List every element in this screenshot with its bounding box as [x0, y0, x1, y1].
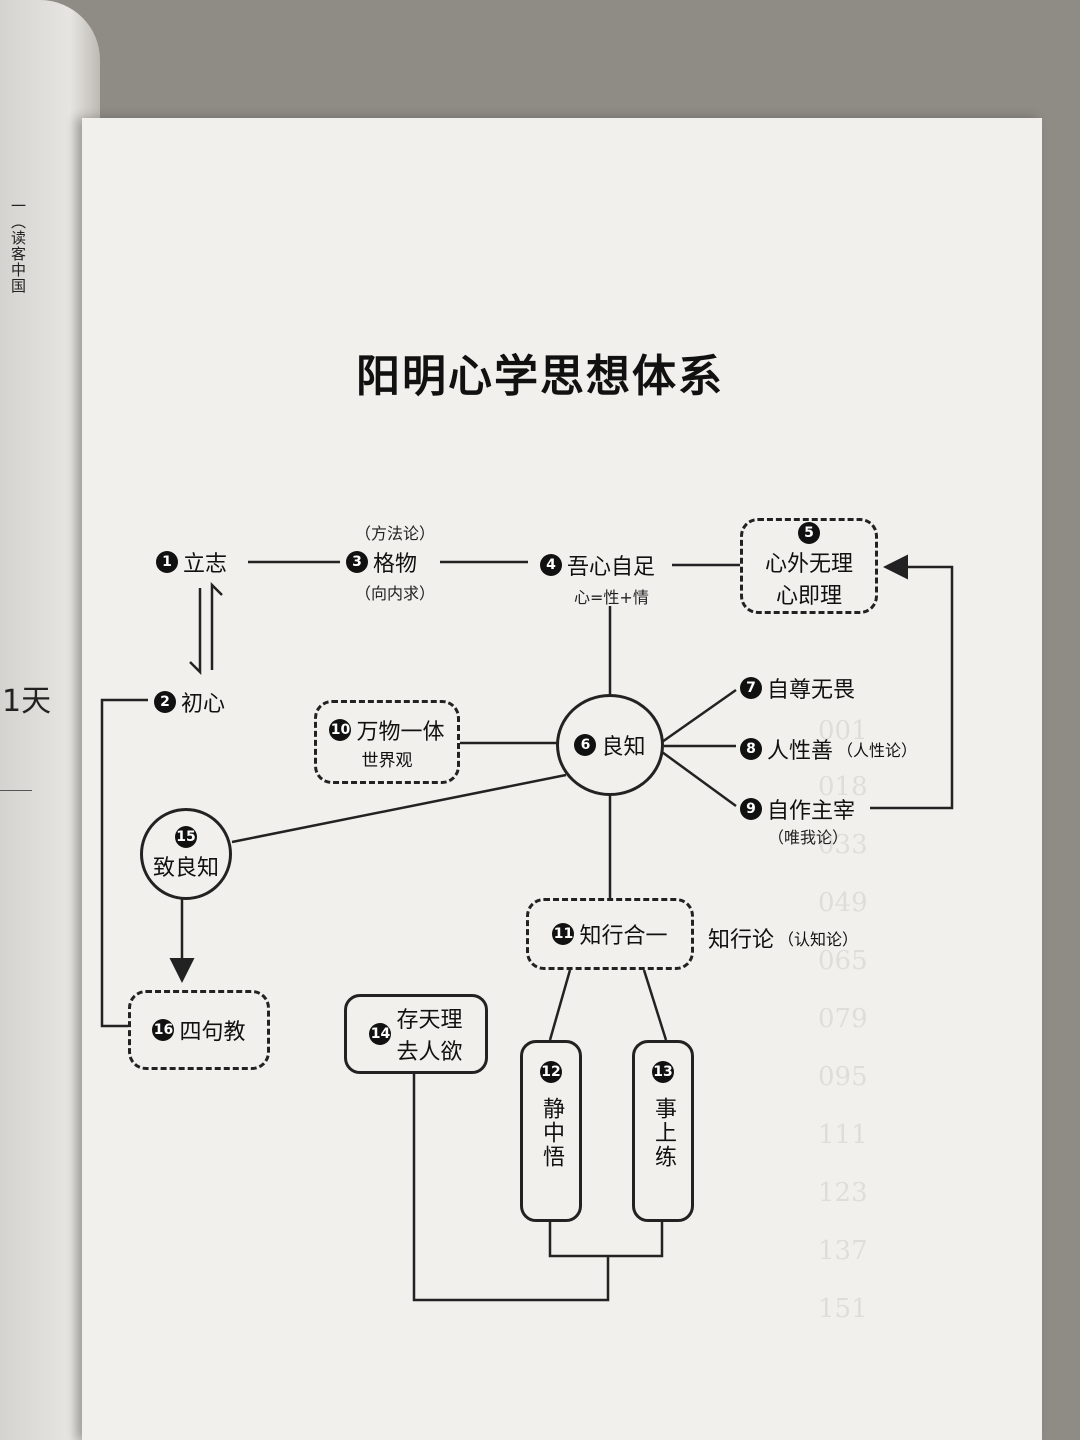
node-3-note-above: （方法论）: [355, 524, 436, 543]
line-6-7: [661, 688, 737, 744]
previous-page-rule: [0, 790, 32, 791]
number-2-badge: 2: [154, 691, 176, 713]
node-5-xinwai-wuli: 5 心外无理 心即理: [740, 518, 878, 614]
line-11-12: [548, 969, 572, 1041]
previous-page-side-text: 一（读客中国: [9, 198, 27, 294]
node-4-label: 吾心自足: [567, 555, 656, 580]
node-14-line1: 存天理: [396, 1008, 463, 1033]
node-5-line1: 心外无理: [764, 552, 853, 577]
number-10-badge: 10: [329, 718, 352, 741]
number-9-badge: 9: [740, 798, 762, 820]
node-9-zizuo-zhuzai: 9 自作主宰: [740, 793, 855, 825]
number-13-badge: 13: [652, 1061, 674, 1083]
node-13-shishang-lian: 13 事上练: [632, 1040, 694, 1222]
node-9-note: （唯我论）: [768, 828, 849, 847]
line-6-15: [231, 773, 567, 844]
node-8-note: （人性论）: [837, 741, 918, 760]
node-1-lizhi: 1 立志: [156, 546, 227, 578]
page-title: 阳明心学思想体系: [356, 351, 724, 402]
bleed-through-page-number: 095: [818, 1062, 868, 1092]
node-14-line2: 去人欲: [396, 1040, 463, 1065]
node-2-chuxin: 2 初心: [154, 686, 225, 718]
node-12-label: 静中悟: [539, 1097, 564, 1169]
node-11-label: 知行合一: [579, 924, 668, 949]
node-11-side-caption: 知行论 （认知论）: [708, 922, 858, 954]
number-16-badge: 16: [152, 1019, 175, 1041]
line-14-bottom: [412, 1074, 610, 1302]
node-3-label: 格物: [373, 552, 418, 577]
line-2-16: [100, 698, 148, 1028]
number-12-badge: 12: [540, 1061, 562, 1083]
node-8-label: 人性善: [767, 739, 834, 764]
arrow-1-to-2: [189, 588, 202, 676]
node-12-jingzhong-wu: 12 静中悟: [520, 1040, 582, 1222]
node-2-label: 初心: [181, 692, 226, 717]
node-15-zhi-liangzhi: 15 致良知: [140, 808, 232, 900]
bleed-through-page-number: 001: [818, 716, 868, 746]
number-1-badge: 1: [156, 551, 178, 573]
bleed-through-page-number: 033: [818, 830, 868, 860]
arrow-2-to-1: [210, 581, 223, 670]
node-3-note-below: （向内求）: [355, 584, 436, 603]
node-11-zhixing-heyi: 11 知行合一: [526, 898, 694, 970]
number-15-badge: 15: [175, 826, 197, 848]
bleed-through-page-number: 151: [818, 1294, 868, 1324]
bleed-through-page-number: 079: [818, 1004, 868, 1034]
node-6-liangzhi: 6 良知: [556, 694, 664, 796]
node-6-label: 良知: [601, 735, 646, 760]
node-5-line2: 心即理: [775, 584, 842, 609]
number-4-badge: 4: [540, 554, 562, 576]
node-4-note: 心=性+情: [574, 588, 649, 607]
node-1-label: 立志: [183, 552, 228, 577]
node-9-label: 自作主宰: [767, 799, 856, 824]
bleed-through-page-number: 111: [818, 1120, 868, 1150]
node-3-gewu: 3 格物: [346, 546, 417, 578]
number-6-badge: 6: [574, 734, 597, 756]
number-7-badge: 7: [740, 677, 762, 699]
number-3-badge: 3: [346, 551, 368, 573]
line-12-13-bottom: [548, 1222, 664, 1258]
number-14-badge: 14: [369, 1023, 392, 1045]
node-8-renxing-shan: 8 人性善 （人性论）: [740, 733, 917, 765]
previous-page-day-text: 1天: [2, 684, 52, 719]
node-4-wuxin-zizu: 4 吾心自足: [540, 549, 655, 581]
node-13-label: 事上练: [651, 1097, 676, 1169]
number-11-badge: 11: [552, 923, 575, 945]
node-16-label: 四句教: [179, 1020, 246, 1045]
node-10-wanwu-yiti: 10 万物一体 世界观: [314, 700, 460, 784]
node-14-cun-tianli: 14 存天理 去人欲: [344, 994, 488, 1074]
node-7-zizun-wuwei: 7 自尊无畏: [740, 672, 855, 704]
node-7-label: 自尊无畏: [767, 678, 856, 703]
number-8-badge: 8: [740, 738, 762, 760]
node-10-label: 万物一体: [356, 719, 445, 745]
bleed-through-page-number: 137: [818, 1236, 868, 1266]
bleed-through-page-number: 123: [818, 1178, 868, 1208]
bleed-through-page-number: 049: [818, 888, 868, 918]
arrow-9-to-5: [870, 554, 954, 810]
bleed-through-page-number: 065: [818, 946, 868, 976]
line-11-13: [642, 969, 668, 1041]
node-11-side-label: 知行论: [708, 928, 775, 953]
node-15-label: 致良知: [152, 856, 219, 881]
node-11-side-note: （认知论）: [778, 930, 859, 949]
bleed-through-page-number: 018: [818, 772, 868, 802]
line-6-9: [661, 750, 737, 808]
node-10-sub: 世界观: [361, 750, 413, 771]
number-5-badge: 5: [798, 522, 820, 544]
node-16-siju-jiao: 16 四句教: [128, 990, 270, 1070]
